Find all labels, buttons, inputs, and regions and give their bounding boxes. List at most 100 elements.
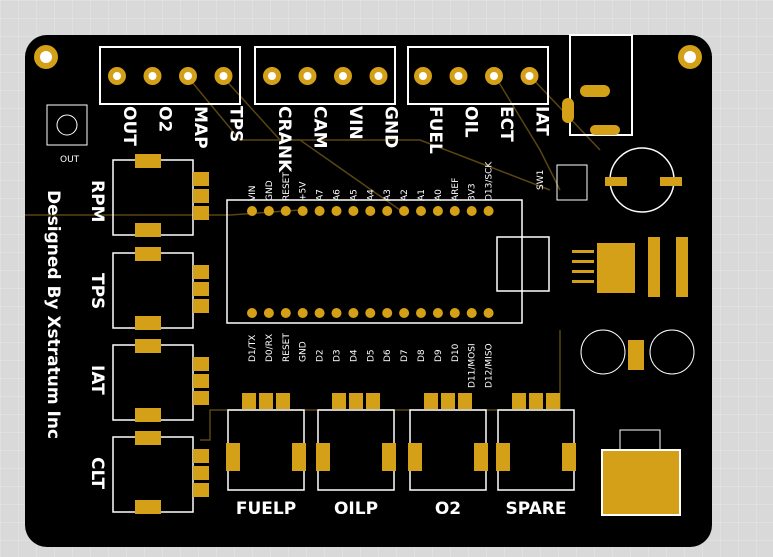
nano-pin [365,308,376,318]
header-connector [254,46,396,105]
connector-pin [529,393,543,409]
connector-pin [424,393,438,409]
connector-pad [316,443,330,471]
regulator-outline [619,429,661,451]
nano-pin [399,206,410,216]
nano-pin [382,206,393,216]
connector-pin [546,393,560,409]
nano-pin [297,206,308,216]
transistor [580,329,626,375]
nano-bottom-pin-label: D1/TX [248,335,258,362]
connector-pad [562,443,576,471]
nano-pin [432,206,443,216]
nano-bottom-pin-label: D5 [366,349,376,362]
connector-pin [193,189,209,203]
nano-bottom-pin-label: GND [299,341,309,362]
connector-pad [135,408,161,422]
nano-bottom-pin-label: D10 [451,343,461,362]
header-pin-label: O2 [155,106,175,132]
header-pad-hole [219,72,228,80]
header-pad-hole [490,72,498,80]
nano-pin [263,206,274,216]
switch-sw1 [556,164,588,201]
nano-pin [331,206,342,216]
bottom-connector-label: O2 [435,499,461,519]
connector-pin [441,393,455,409]
header-pad-hole [303,72,312,80]
nano-pin [297,308,308,318]
connector-pin [458,393,472,409]
connector-pin [193,466,209,480]
nano-pin [483,206,494,216]
nano-pin [365,206,376,216]
nano-bottom-pin-label: D12/MISO [485,343,495,388]
nano-pin [247,308,257,318]
bottom-connector-label: SPARE [505,499,566,519]
nano-pin [416,308,426,318]
nano-bottom-pin-label: D6 [383,349,393,362]
nano-bottom-pin-label: D11/MOSI [468,343,478,388]
connector-pin [276,393,290,409]
nano-top-pin-label: VIN [248,185,258,201]
nano-top-pin-label: A1 [417,189,427,201]
nano-bottom-pin-label: D8 [417,349,427,362]
side-connector-label: IAT [87,365,107,395]
nano-pin [247,206,257,216]
nano-top-pin-label: A5 [349,189,359,201]
connector-pad [408,443,422,471]
connector-pad [135,339,161,353]
header-pin-label: IAT [532,106,552,136]
board [25,35,712,547]
header-pin-label: OIL [461,106,481,138]
connector-pad [474,443,488,471]
button-label: OUT [60,155,80,165]
nano-top-pin-label: A4 [366,189,376,201]
nano-pin [348,206,359,216]
connector-pin [193,206,209,220]
header-pad-hole [339,72,347,80]
transistor [649,329,695,375]
pushbutton-outline [46,104,88,146]
connector-pin [193,265,209,279]
connector-pin [332,393,346,409]
connector-pad [135,500,161,514]
header-pad-hole [525,72,534,80]
connector-pin [193,449,209,463]
header-pin-label: CAM [310,106,330,149]
voltage-regulator [601,449,681,516]
arduino-nano-pins: VIND1/TXGNDD0/RXRESETRESET+5VGNDA7D2A6D3… [247,161,495,388]
usb-outline [496,236,550,292]
nano-top-pin-label: RESET [282,172,292,201]
nano-pin [466,206,477,216]
connector-pin [193,483,209,497]
connector-pin [193,357,209,371]
header-pin-label: FUEL [425,106,445,154]
nano-pin [449,206,460,216]
resistor-pads [648,237,688,297]
connector-pin [242,393,256,409]
header-pad-hole [374,72,383,80]
connector-pin [193,282,209,296]
connector-pin [349,393,363,409]
nano-pin [416,206,426,216]
mounting-hole-center [40,51,52,63]
bottom-connector-label: OILP [334,499,378,519]
header-pad-hole [454,72,463,80]
header-pad-hole [113,72,121,80]
connector-pad [292,443,306,471]
nano-pin [280,206,291,216]
component-pad [628,340,644,370]
nano-bottom-pin-label: D4 [349,349,359,362]
nano-top-pin-label: GND [265,180,275,201]
header-pin-label: TPS [226,106,246,142]
nano-pin [483,308,494,318]
nano-pin [280,308,291,318]
power-jack-pad [580,85,610,97]
nano-pin [466,308,477,318]
side-connector-label: CLT [87,457,107,489]
power-jack-pad [562,98,574,123]
nano-bottom-pin-label: D7 [400,349,410,362]
